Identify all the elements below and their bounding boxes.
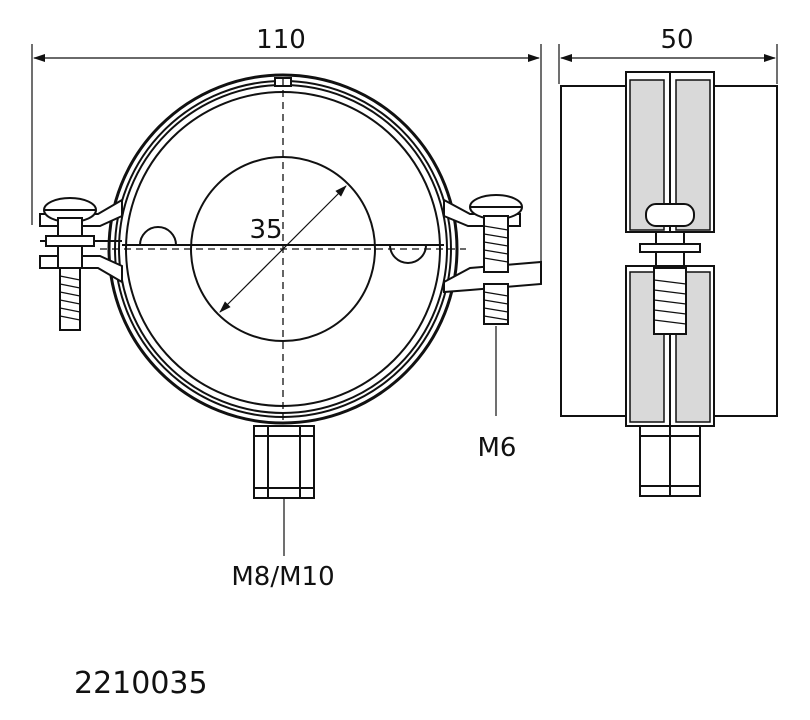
bottom-nut: [253, 425, 315, 499]
screw-thread-label: M6: [478, 433, 517, 463]
overall-width-label: 110: [256, 25, 306, 55]
clamp-side-view: [560, 71, 778, 497]
right-screw: [469, 194, 523, 325]
clamp-front-view: 35: [39, 73, 542, 425]
part-number: 2210035: [74, 666, 208, 701]
side-width-dimension: 50: [558, 25, 778, 84]
left-screw: [43, 197, 97, 331]
diameter-label: 35: [249, 215, 282, 245]
nut-thread-label: M8/M10: [231, 562, 334, 592]
side-width-label: 50: [660, 25, 693, 55]
overall-width-dimension: 110: [31, 25, 542, 265]
